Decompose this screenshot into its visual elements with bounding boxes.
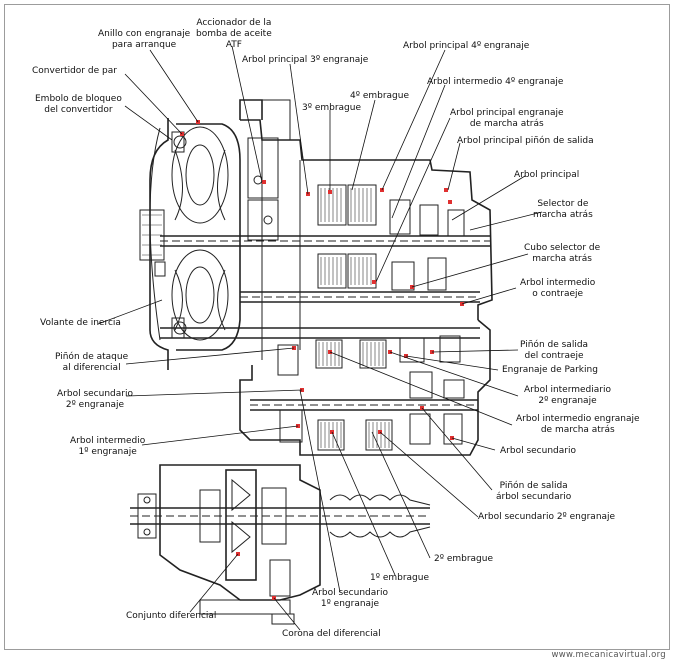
label-anillo-engranaje-arranque: Anillo con engranaje para arranque <box>98 29 191 50</box>
label-convertidor-de-par: Convertidor de par <box>32 66 117 76</box>
label-arbol-secundario-2-engranaje-b: Arbol secundario 2º engranaje <box>478 512 616 522</box>
torque-converter <box>139 118 241 370</box>
label-1-embrague: 1º embrague <box>370 573 430 583</box>
label-pinon-salida-arbol-secundario: Piñón de salida árbol secundario <box>496 481 572 502</box>
label-arbol-principal-marcha-atras: Arbol principal engranaje de marcha atrá… <box>450 108 564 129</box>
label-arbol-intermedio-marcha-atras: Arbol intermedio engranaje de marcha atr… <box>516 414 640 435</box>
leader-lines <box>97 45 543 631</box>
label-volante-de-inercia: Volante de inercia <box>40 318 121 328</box>
label-arbol-principal: Arbol principal <box>514 170 580 180</box>
label-pinon-ataque-diferencial: Piñón de ataque al diferencial <box>55 352 129 373</box>
part-markers <box>180 120 464 600</box>
label-4-embrague: 4º embrague <box>350 91 410 101</box>
label-pinon-salida-contraeje: Piñón de salida del contraeje <box>520 340 589 361</box>
differential <box>130 464 431 625</box>
label-arbol-principal-4-engranaje: Arbol principal 4º engranaje <box>403 41 530 51</box>
label-arbol-intermedio-contraeje: Arbol intermedio o contraeje <box>520 278 596 299</box>
label-accionador-bomba-aceite: Accionador de la bomba de aceite ATF <box>196 18 272 50</box>
label-selector-marcha-atras: Selector de marcha atrás <box>533 199 593 220</box>
label-arbol-secundario: Arbol secundario <box>500 446 576 456</box>
label-2-embrague: 2º embrague <box>434 554 494 564</box>
label-corona-del-diferencial: Corona del diferencial <box>282 629 381 639</box>
label-arbol-intermedio-1-engranaje: Arbol intermedio 1º engranaje <box>70 436 146 457</box>
figure-border <box>4 4 670 650</box>
label-engranaje-parking: Engranaje de Parking <box>502 365 598 375</box>
label-arbol-intermedio-4-engranaje: Arbol intermedio 4º engranaje <box>427 77 564 87</box>
label-arbol-intermediario-2-engranaje: Arbol intermediario 2º engranaje <box>524 385 611 406</box>
label-3-embrague: 3º embrague <box>302 103 362 113</box>
watermark: www.mecanicavirtual.org <box>551 650 666 660</box>
label-arbol-principal-pinon-salida: Arbol principal piñón de salida <box>457 136 594 146</box>
gearbox-housing <box>239 99 493 456</box>
label-conjunto-diferencial: Conjunto diferencial <box>126 611 217 621</box>
label-arbol-principal-3-engranaje: Arbol principal 3º engranaje <box>242 55 369 65</box>
label-cubo-selector-marcha-atras: Cubo selector de marcha atrás <box>524 243 601 264</box>
label-arbol-secundario-2-engranaje: Arbol secundario 2º engranaje <box>57 389 133 410</box>
label-embolo-bloqueo: Embolo de bloqueo del convertidor <box>35 94 122 115</box>
shafts <box>160 235 490 411</box>
label-arbol-secundario-1-engranaje: Arbol secundario 1º engranaje <box>312 588 388 609</box>
